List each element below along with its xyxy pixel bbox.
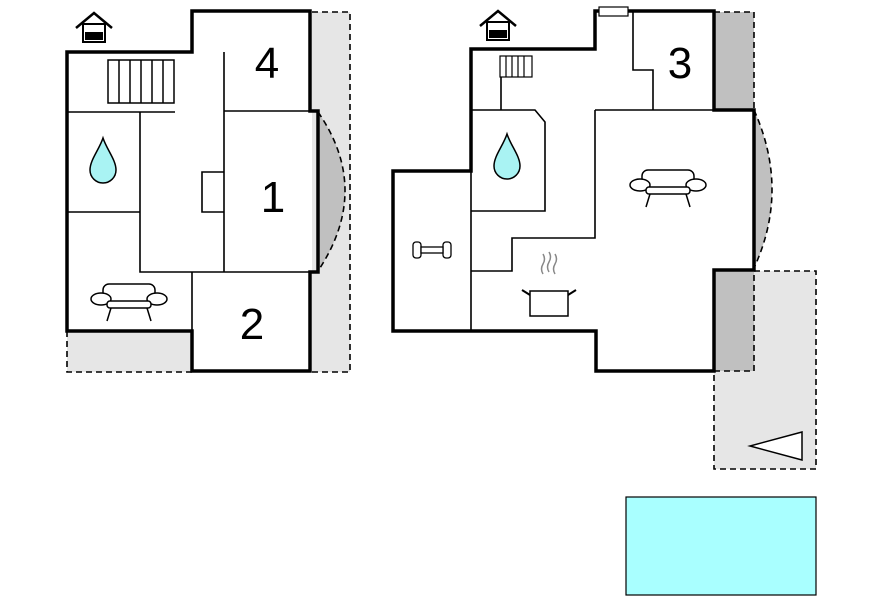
- walls-right-outer: [391, 9, 756, 373]
- radiator-icon: [499, 55, 533, 78]
- room-number-3: 3: [668, 39, 692, 88]
- bay-window-right-arc: [753, 109, 773, 269]
- water-drop-icon: [493, 131, 521, 180]
- dumbbell-icon: [412, 241, 452, 259]
- house-icon: [479, 9, 517, 41]
- walls-right-inner: [470, 11, 714, 331]
- arrow-icon: [747, 431, 803, 461]
- pool-icon: [625, 496, 817, 596]
- bay-window-left-arc: [317, 111, 346, 272]
- terrace-left-bottom-outline: [66, 331, 192, 373]
- window-icon: [598, 6, 629, 17]
- cooking-pot-icon: [521, 251, 577, 317]
- room-number-4: 4: [255, 39, 279, 88]
- terrace-right-top-outline: [714, 11, 755, 110]
- sofa-icon: [90, 283, 168, 322]
- house-icon: [75, 11, 113, 43]
- left-floor: 4 1 2: [65, 9, 351, 373]
- water-drop-icon: [89, 135, 117, 184]
- terrace-right-lower-shade: [714, 271, 754, 371]
- room-number-2: 2: [240, 300, 264, 349]
- sofa-icon: [629, 169, 707, 208]
- radiator-icon: [107, 59, 175, 104]
- room-number-1: 1: [261, 173, 285, 222]
- right-floor: 3: [391, 6, 817, 470]
- terrace-right-lower-outline: [713, 270, 817, 470]
- walls-left-inner: [67, 52, 310, 331]
- terrace-left-bottom: [67, 331, 192, 372]
- terrace-right-top: [714, 12, 754, 110]
